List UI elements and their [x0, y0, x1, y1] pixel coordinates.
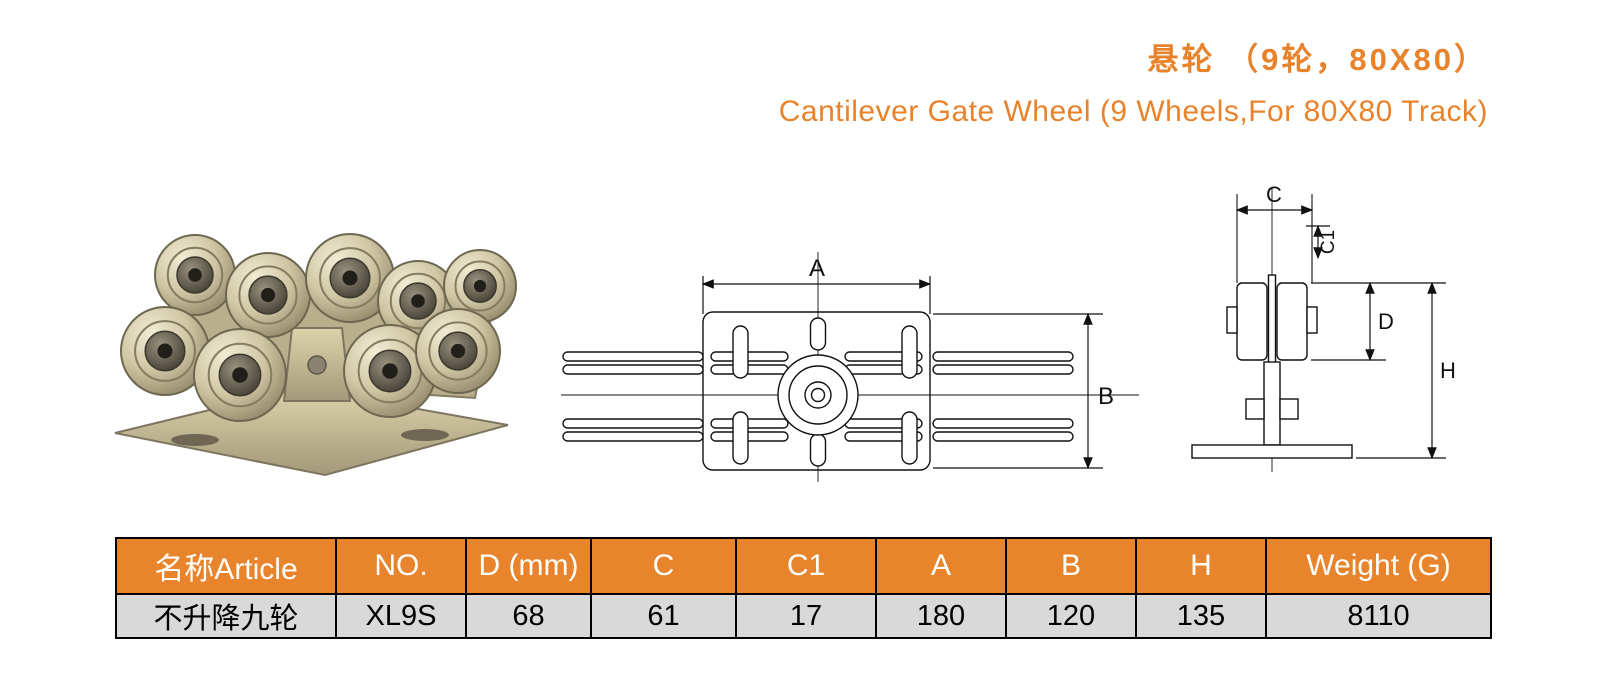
wheel-section	[1226, 274, 1318, 374]
dim-label-a: A	[809, 255, 825, 282]
product-photo-illustration	[114, 233, 517, 477]
dim-label-h: H	[1440, 358, 1456, 383]
dim-label-c: C	[1266, 182, 1282, 207]
col-header-c1: C1	[735, 537, 877, 595]
col-header-no: NO.	[335, 537, 467, 595]
cell-c: 61	[590, 593, 737, 639]
table-row: 不升降九轮 XL9S 68 61 17 180 120 135 8110	[115, 593, 1492, 639]
cell-article: 不升降九轮	[115, 593, 337, 639]
dimension-d	[1311, 281, 1446, 362]
roller-wheel	[154, 234, 236, 316]
dimension-c1	[1306, 224, 1330, 260]
roller-wheels	[120, 233, 517, 422]
roller-wheel	[343, 324, 437, 418]
top-view-geometry	[561, 252, 1139, 482]
col-header-b: B	[1005, 537, 1137, 595]
col-header-h: H	[1135, 537, 1267, 595]
product-photo	[100, 183, 530, 493]
dimension-b	[933, 312, 1103, 470]
dimension-a	[701, 276, 932, 314]
product-title-english: Cantilever Gate Wheel (9 Wheels,For 80X8…	[778, 95, 1488, 128]
col-header-weight: Weight (G)	[1265, 537, 1492, 595]
side-view-geometry	[1191, 188, 1446, 472]
product-title-chinese: 悬轮 （9轮，80X80）	[1147, 42, 1488, 77]
roller-wheel	[225, 252, 311, 338]
cell-no: XL9S	[335, 593, 467, 639]
cell-d: 68	[465, 593, 592, 639]
header-titles: 悬轮 （9轮，80X80） Cantilever Gate Wheel (9 W…	[779, 34, 1488, 129]
center-hub	[777, 354, 859, 436]
cell-b: 120	[1005, 593, 1137, 639]
col-header-a: A	[875, 537, 1007, 595]
cell-c1: 17	[735, 593, 877, 639]
cell-h: 135	[1135, 593, 1267, 639]
technical-drawing-top-view: A B	[555, 180, 1145, 490]
dim-label-b: B	[1098, 383, 1114, 410]
technical-drawing-side-view: C C1 D H	[1180, 180, 1490, 480]
col-header-article: 名称Article	[115, 537, 337, 595]
dimension-h	[1356, 281, 1446, 460]
side-view-svg: C C1 D H	[1191, 182, 1456, 472]
plate-slots	[732, 317, 918, 467]
spec-table: 名称Article NO. D (mm) C C1 A B H Weight (…	[115, 537, 1492, 639]
col-header-d: D (mm)	[465, 537, 592, 595]
roller-wheel	[193, 328, 287, 422]
roller-wheel	[415, 308, 501, 394]
roller-wheel	[443, 249, 517, 323]
cell-weight: 8110	[1265, 593, 1492, 639]
col-header-c: C	[590, 537, 737, 595]
dim-label-d: D	[1378, 309, 1394, 334]
roller-wheel	[305, 233, 395, 323]
bracket-stand	[1191, 361, 1353, 459]
cell-a: 180	[875, 593, 1007, 639]
table-header-row: 名称Article NO. D (mm) C C1 A B H Weight (…	[115, 537, 1492, 595]
roller-wheel	[120, 306, 210, 396]
top-view-svg: A B	[561, 252, 1139, 482]
dim-label-c1: C1	[1318, 230, 1339, 254]
